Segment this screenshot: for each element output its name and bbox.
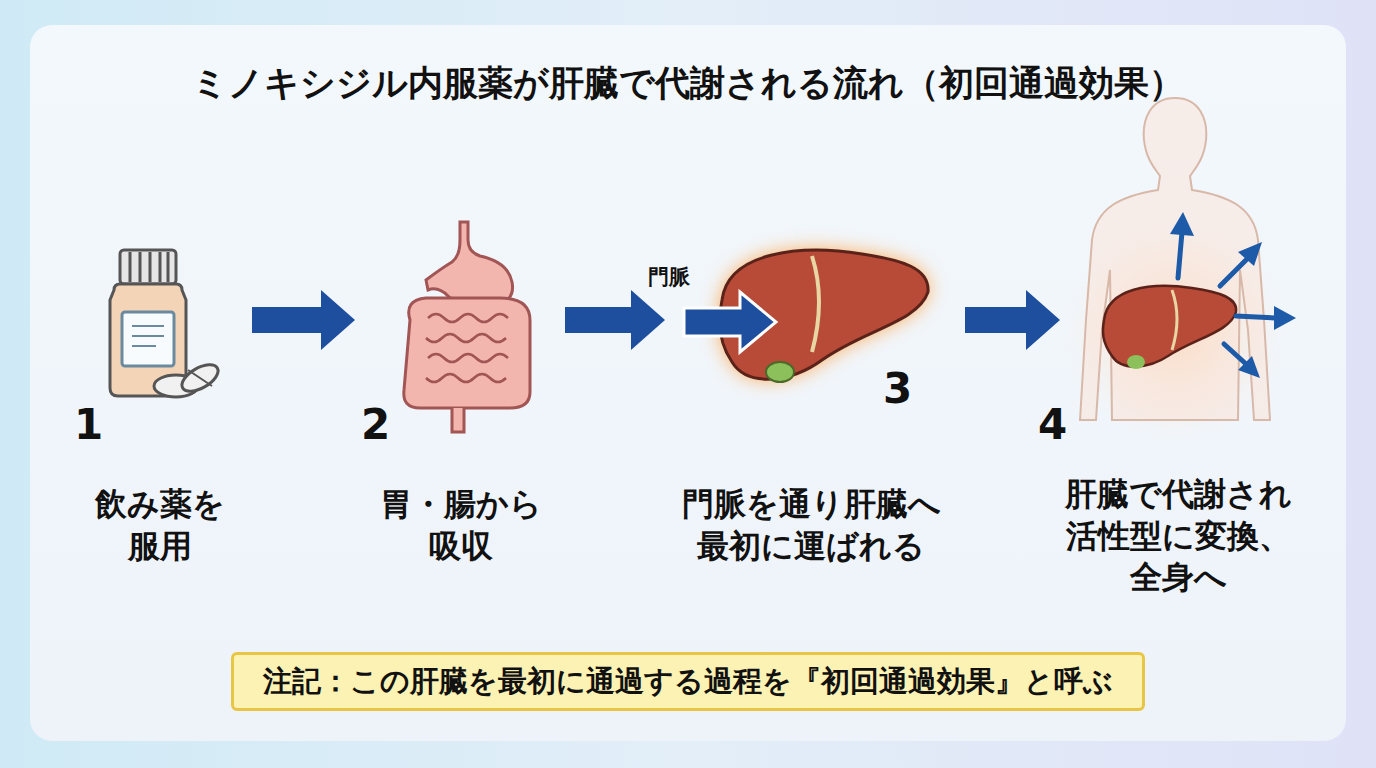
process-step: 3 門脈を通り肝臓へ 最初に運ばれる: [665, 236, 965, 616]
note-box: 注記：この肝臓を最初に通過する過程を『初回通過効果』と呼ぶ: [231, 652, 1145, 711]
process-step: 2 胃・腸から 吸収: [355, 236, 565, 616]
step-number: 1: [74, 404, 103, 446]
body-silhouette: [1065, 98, 1296, 440]
step-caption: 胃・腸から 吸収: [361, 484, 561, 567]
note-text: 注記：この肝臓を最初に通過する過程を『初回通過効果』と呼ぶ: [263, 664, 1113, 699]
step-number: 4: [1038, 404, 1067, 446]
step-caption: 肝臓で代謝され 活性型に変換、 全身へ: [1047, 474, 1309, 599]
liver-illustration: [684, 250, 928, 382]
vessel-label: 門脈: [648, 266, 690, 289]
step-number: 3: [883, 368, 912, 410]
diagram-title: ミノキシジル内服薬が肝臓で代謝される流れ（初回通過効果）: [0, 62, 1376, 104]
flow-arrow: [565, 290, 665, 350]
process-step: 1 飲み薬を 服用: [62, 236, 252, 616]
step-number: 2: [361, 404, 390, 446]
process-step: 4肝臓で代謝され 活性型に変換、 全身へ: [1060, 236, 1330, 626]
flow-arrow: [965, 290, 1060, 350]
medicine-bottle: [110, 250, 222, 397]
digestive-organs: [404, 222, 530, 432]
flow-arrow: [252, 290, 355, 350]
step-caption: 門脈を通り肝臓へ 最初に運ばれる: [666, 484, 956, 567]
step-caption: 飲み薬を 服用: [80, 484, 240, 567]
